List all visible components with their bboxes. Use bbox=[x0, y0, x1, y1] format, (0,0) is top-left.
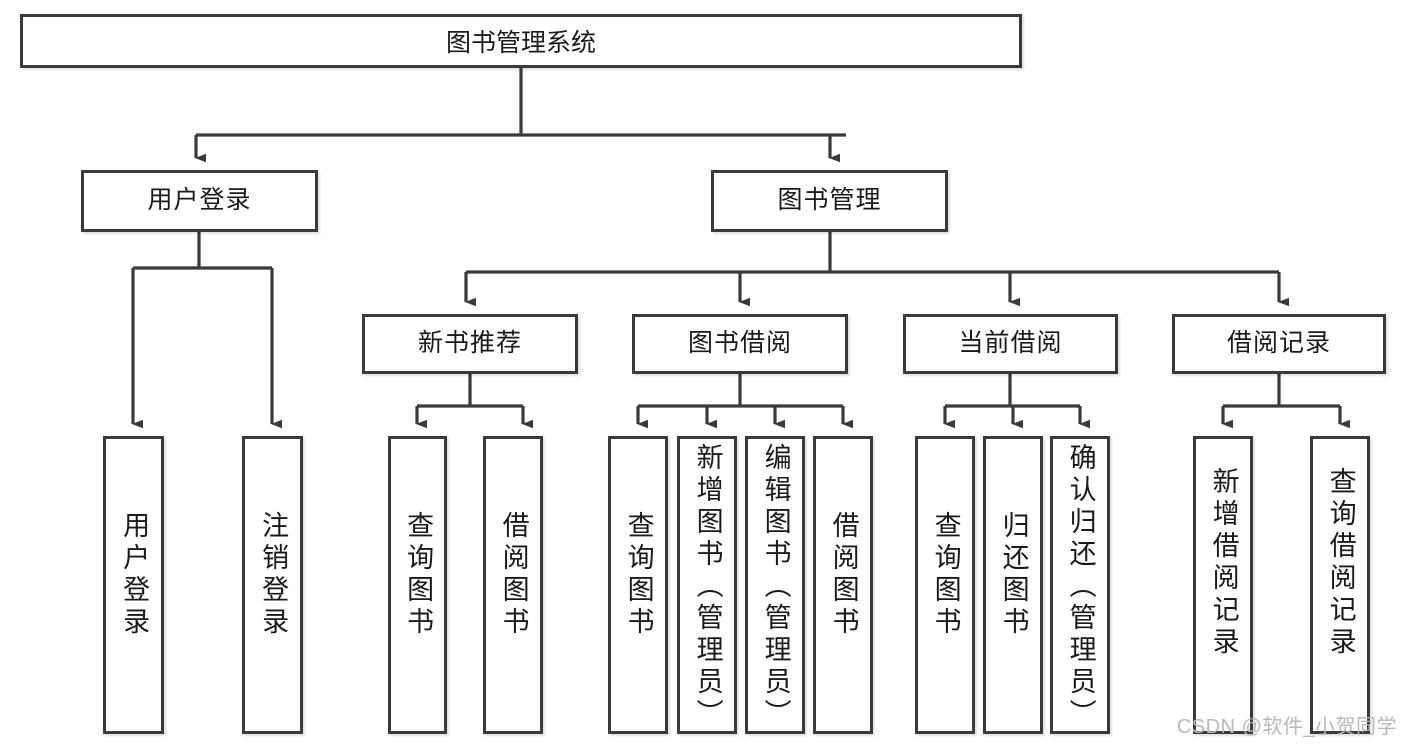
node-label: 借阅图书 bbox=[498, 511, 529, 639]
leaf-new-book-borrow[interactable]: 借阅图书 bbox=[483, 436, 543, 734]
node-label: 图书管理系统 bbox=[445, 29, 596, 57]
node-label: 图书借阅 bbox=[687, 329, 792, 358]
node-label: 新增图书（管理员） bbox=[692, 443, 723, 731]
node-label: 借阅图书 bbox=[828, 511, 859, 639]
leaf-user-login-login[interactable]: 用户登录 bbox=[103, 436, 164, 734]
leaf-borrow-record-add[interactable]: 新增借阅记录 bbox=[1193, 436, 1253, 734]
leaf-current-borrow-query[interactable]: 查询图书 bbox=[915, 436, 975, 734]
node-label: 新增借阅记录 bbox=[1208, 467, 1239, 659]
watermark: CSDN @软件_小贺同学 bbox=[1176, 716, 1397, 738]
node-label: 图书管理 bbox=[777, 186, 882, 215]
node-book-borrow[interactable]: 图书借阅 bbox=[632, 314, 848, 374]
node-root-system[interactable]: 图书管理系统 bbox=[20, 14, 1022, 68]
leaf-borrow-record-query[interactable]: 查询借阅记录 bbox=[1310, 436, 1370, 734]
node-label: 用户登录 bbox=[119, 511, 150, 639]
leaf-new-book-query[interactable]: 查询图书 bbox=[388, 436, 447, 734]
leaf-book-borrow-lend[interactable]: 借阅图书 bbox=[813, 436, 873, 734]
node-label: 借阅记录 bbox=[1226, 329, 1331, 358]
node-label: 查询图书 bbox=[930, 511, 961, 639]
node-label: 注销登录 bbox=[258, 511, 289, 639]
leaf-current-borrow-return[interactable]: 归还图书 bbox=[983, 436, 1043, 734]
node-label: 编辑图书（管理员） bbox=[760, 443, 791, 731]
node-label: 用户登录 bbox=[147, 186, 252, 215]
node-user-login[interactable]: 用户登录 bbox=[81, 170, 318, 232]
leaf-current-borrow-confirm[interactable]: 确认归还（管理员） bbox=[1050, 436, 1110, 734]
node-label: 确认归还（管理员） bbox=[1065, 443, 1096, 731]
leaf-book-borrow-add[interactable]: 新增图书（管理员） bbox=[677, 436, 737, 734]
node-label: 查询借阅记录 bbox=[1325, 467, 1356, 659]
leaf-user-login-logout[interactable]: 注销登录 bbox=[242, 436, 303, 734]
node-borrow-record[interactable]: 借阅记录 bbox=[1172, 314, 1386, 374]
node-new-book-recommend[interactable]: 新书推荐 bbox=[362, 314, 578, 374]
leaf-book-borrow-edit[interactable]: 编辑图书（管理员） bbox=[745, 436, 805, 734]
node-label: 查询图书 bbox=[403, 511, 434, 639]
node-label: 当前借阅 bbox=[958, 329, 1063, 358]
node-label: 查询图书 bbox=[623, 511, 654, 639]
node-label: 归还图书 bbox=[998, 511, 1029, 639]
node-label: 新书推荐 bbox=[417, 329, 522, 358]
node-book-management[interactable]: 图书管理 bbox=[711, 170, 948, 232]
node-current-borrow[interactable]: 当前借阅 bbox=[903, 314, 1118, 374]
leaf-book-borrow-query[interactable]: 查询图书 bbox=[608, 436, 668, 734]
